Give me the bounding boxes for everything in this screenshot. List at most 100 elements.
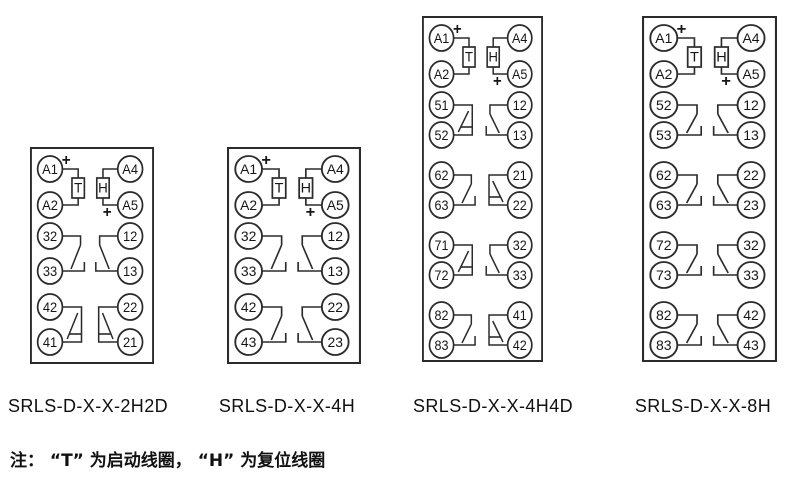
contact-no-symbol <box>677 104 698 114</box>
coil-wire <box>453 37 470 47</box>
contact-no-symbol <box>262 262 287 272</box>
coil-wire <box>62 168 79 178</box>
coil-box-H <box>713 46 730 68</box>
svg-text:33: 33 <box>743 268 759 283</box>
panel-border <box>30 147 154 364</box>
terminal-32: 32 <box>234 222 263 250</box>
terminal-22: 22 <box>506 191 533 219</box>
svg-text:42: 42 <box>743 308 759 323</box>
contact-nc-symbol <box>62 306 83 343</box>
terminal-12: 12 <box>736 91 766 119</box>
contact-no-symbol <box>297 262 322 272</box>
contact-nc-symbol <box>66 312 79 340</box>
terminal-62: 62 <box>649 161 679 189</box>
svg-text:13: 13 <box>327 264 343 279</box>
terminal-A2: A2 <box>428 60 455 88</box>
coil-wire <box>720 67 738 75</box>
terminal-A1: A1 <box>36 155 64 183</box>
terminal-51: 51 <box>428 91 455 119</box>
terminal-32: 32 <box>736 231 766 259</box>
terminal-23: 23 <box>320 328 350 356</box>
contact-no-symbol <box>489 244 508 254</box>
svg-text:82: 82 <box>435 307 449 323</box>
panel-border <box>422 16 543 362</box>
contact-no-symbol <box>262 333 287 343</box>
coil-wire <box>720 37 738 47</box>
polarity-plus-sign: + <box>261 151 271 169</box>
contact-no-symbol <box>677 244 698 254</box>
contact-no-symbol <box>301 235 322 245</box>
terminal-42: 42 <box>506 331 533 359</box>
contact-no-symbol <box>677 196 703 206</box>
contact-no-symbol <box>262 306 283 316</box>
terminal-A5: A5 <box>320 191 350 219</box>
terminal-12: 12 <box>320 222 350 250</box>
model-label: SRLS-D-X-X-2H2D <box>7 396 169 416</box>
coil-wire <box>102 168 118 178</box>
svg-text:53: 53 <box>656 128 672 143</box>
svg-text:A2: A2 <box>240 198 257 213</box>
polarity-plus-sign: + <box>103 204 112 221</box>
terminal-A1: A1 <box>234 155 263 183</box>
coil-box-H <box>95 177 110 199</box>
terminal-53: 53 <box>649 121 679 149</box>
terminal-A2: A2 <box>649 60 679 88</box>
coil-wire <box>492 67 508 75</box>
contact-no-symbol <box>685 113 698 134</box>
svg-text:51: 51 <box>435 97 449 113</box>
terminal-41: 41 <box>36 328 64 356</box>
svg-text:A4: A4 <box>327 162 344 177</box>
coil-wire <box>262 168 280 178</box>
terminal-42: 42 <box>736 301 766 329</box>
terminal-33: 33 <box>36 257 64 285</box>
terminal-13: 13 <box>320 257 350 285</box>
coil-box-T <box>271 177 287 199</box>
terminal-42: 42 <box>36 293 64 321</box>
coil-wire <box>305 198 322 206</box>
contact-no-symbol <box>717 323 729 344</box>
contact-no-symbol <box>98 235 118 245</box>
svg-text:A2: A2 <box>434 66 449 82</box>
terminal-A2: A2 <box>234 191 263 219</box>
terminal-72: 72 <box>428 261 455 289</box>
svg-text:21: 21 <box>123 335 137 350</box>
contact-no-symbol <box>70 244 82 270</box>
svg-text:42: 42 <box>241 300 256 315</box>
contact-no-symbol <box>712 336 738 346</box>
svg-text:83: 83 <box>435 337 449 353</box>
svg-text:82: 82 <box>656 308 672 323</box>
svg-text:13: 13 <box>123 264 137 279</box>
svg-text:41: 41 <box>43 335 57 350</box>
coil-box-T <box>462 46 476 68</box>
contact-no-symbol <box>712 196 738 206</box>
svg-text:A5: A5 <box>327 198 344 213</box>
terminal-A1: A1 <box>649 24 679 52</box>
svg-text:32: 32 <box>43 229 57 244</box>
svg-text:13: 13 <box>513 127 527 143</box>
contact-nc-symbol <box>488 174 508 206</box>
contact-no-symbol <box>270 244 283 270</box>
svg-text:12: 12 <box>123 229 137 244</box>
terminal-83: 83 <box>649 331 679 359</box>
contact-no-symbol <box>677 266 703 276</box>
contact-nc-symbol <box>488 314 508 346</box>
svg-text:22: 22 <box>513 197 527 213</box>
polarity-plus-sign: + <box>453 21 462 39</box>
contact-no-symbol <box>685 253 698 274</box>
coil-box-H <box>298 177 314 199</box>
terminal-13: 13 <box>116 257 144 285</box>
terminal-32: 32 <box>506 231 533 259</box>
svg-text:A5: A5 <box>512 66 527 82</box>
contact-no-symbol <box>677 174 698 184</box>
terminal-52: 52 <box>428 121 455 149</box>
contact-nc-symbol <box>453 104 474 136</box>
coil-wire <box>677 37 696 47</box>
terminal-12: 12 <box>116 222 144 250</box>
terminal-33: 33 <box>506 261 533 289</box>
coil-wire <box>102 198 118 206</box>
